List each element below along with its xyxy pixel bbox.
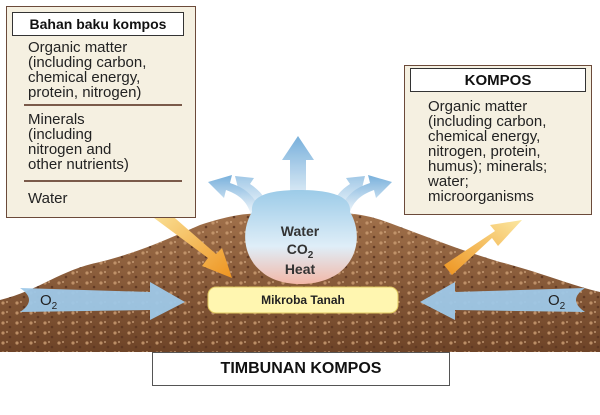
microbe-label: Mikroba Tanah xyxy=(261,293,345,307)
co2-subscript: 2 xyxy=(307,249,314,261)
input-arrow xyxy=(150,205,232,278)
text-line: Minerals xyxy=(28,111,85,128)
text-line: (including carbon, xyxy=(428,113,547,130)
text-line: nitrogen, protein, xyxy=(428,143,541,160)
o2-left-text: O xyxy=(40,292,52,309)
input-panel xyxy=(6,6,196,218)
output-arrow xyxy=(444,220,522,275)
organic-matter-text: Organic matter (including carbon, chemic… xyxy=(28,40,146,100)
water-text: Water xyxy=(28,190,68,207)
text-line: (including xyxy=(28,126,93,143)
text-line: chemical energy, xyxy=(28,69,141,86)
bubble-water: Water xyxy=(280,223,320,239)
footer-title: TIMBUNAN KOMPOS xyxy=(152,352,450,386)
bubble-heat: Heat xyxy=(284,261,316,277)
oxygen-label-right: O2 xyxy=(548,292,565,312)
text-line: humus); minerals; xyxy=(428,158,548,175)
co2-text: CO xyxy=(286,241,308,257)
output-text: Organic matter (including carbon, chemic… xyxy=(428,99,547,204)
oxygen-label-left: O2 xyxy=(40,292,57,312)
bubble-co2: CO2 xyxy=(270,241,330,261)
minerals-text: Minerals (including nitrogen and other n… xyxy=(28,112,129,172)
text-line: microorganisms xyxy=(428,188,534,205)
text-line: Organic matter xyxy=(28,39,128,56)
gas-bubble xyxy=(245,190,357,284)
text-line: (including carbon, xyxy=(28,54,147,71)
text-line: Organic matter xyxy=(428,98,528,115)
text-line: nitrogen and xyxy=(28,141,112,158)
text-line: chemical energy, xyxy=(428,128,541,145)
output-panel-title: KOMPOS xyxy=(410,68,586,92)
text-line: other nutrients) xyxy=(28,156,129,173)
text-line: protein, nitrogen) xyxy=(28,84,142,101)
oxygen-arrow-left xyxy=(20,282,185,320)
text-line: water; xyxy=(428,173,469,190)
o2-right-text: O xyxy=(548,292,560,309)
microbe-label-bg xyxy=(207,286,399,314)
divider xyxy=(24,104,182,106)
input-panel-title: Bahan baku kompos xyxy=(12,12,184,36)
o2-right-subscript: 2 xyxy=(559,301,566,312)
oxygen-arrow-right xyxy=(420,282,585,320)
o2-left-subscript: 2 xyxy=(51,301,58,312)
divider xyxy=(24,180,182,182)
